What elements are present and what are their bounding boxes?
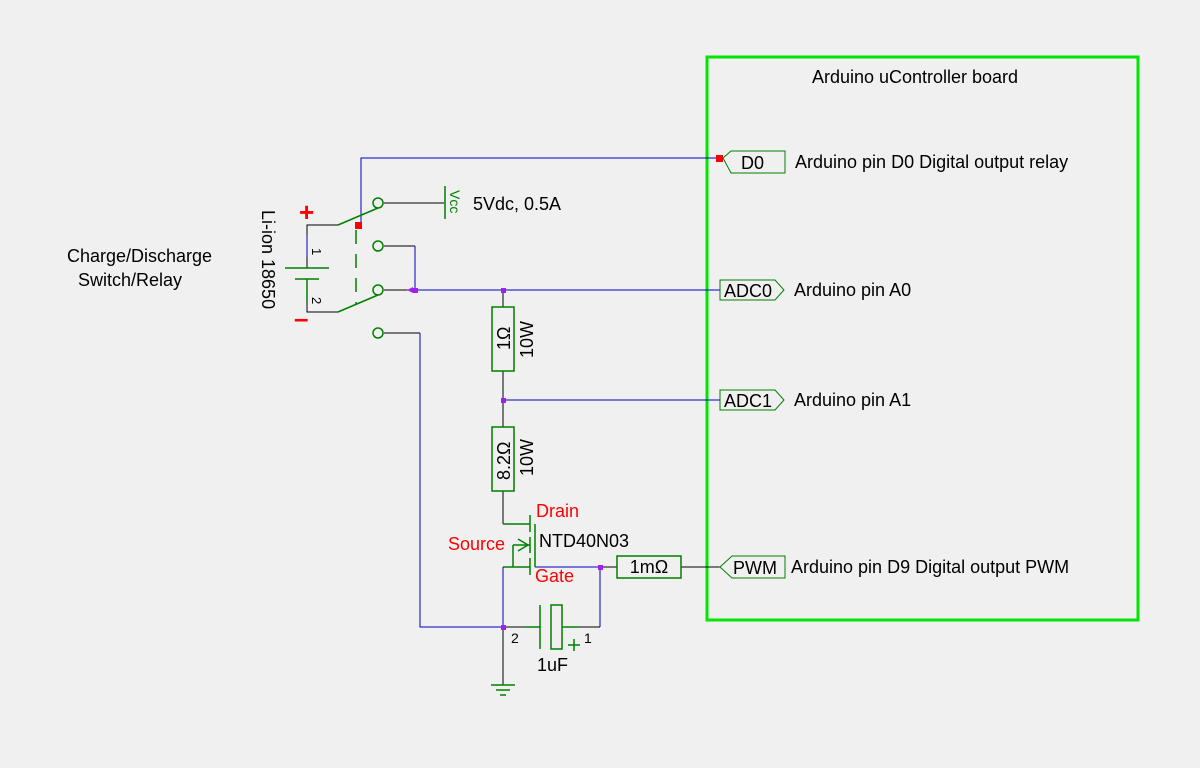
port-adc1-name: ADC1 [724, 391, 772, 411]
relay-label-line1: Charge/Discharge [67, 246, 212, 266]
battery-pin-2: 2 [309, 297, 324, 304]
d0-connection-marker [716, 155, 723, 162]
battery-label: Li-ion 18650 [258, 210, 278, 309]
port-pwm-name: PWM [733, 558, 777, 578]
ground-icon [491, 684, 515, 696]
relay-label-line2: Switch/Relay [78, 270, 182, 290]
battery-pin-1: 1 [309, 248, 324, 255]
mosfet-drain-label: Drain [536, 501, 579, 521]
capacitor-pin-1: 1 [584, 630, 592, 646]
arduino-board-outline[interactable] [705, 55, 1140, 622]
resistor-8-2ohm-value: 8.2Ω [494, 442, 514, 480]
relay-switch[interactable] [337, 197, 384, 339]
wire-d0[interactable] [360, 157, 720, 226]
mosfet-source-label: Source [448, 534, 505, 554]
capacitor-1uf[interactable] [525, 604, 580, 651]
port-pwm[interactable] [719, 555, 786, 579]
junction-dot [501, 288, 506, 293]
battery-18650[interactable] [285, 224, 338, 313]
junction-dot [413, 288, 418, 293]
mosfet-ntd40n03[interactable] [512, 515, 536, 575]
capacitor-value: 1uF [537, 655, 568, 675]
arrow-marker-icon [407, 287, 413, 293]
wire-discharge-return[interactable] [419, 333, 503, 628]
capacitor-pin-2: 2 [511, 630, 519, 646]
resistor-1ohm-power: 10W [517, 321, 537, 358]
port-pwm-description: Arduino pin D9 Digital output PWM [791, 557, 1069, 577]
vcc-label: Vcc [447, 190, 463, 213]
port-d0[interactable] [722, 150, 786, 174]
port-adc0-name: ADC0 [724, 281, 772, 301]
board-title: Arduino uController board [812, 67, 1018, 87]
mosfet-part-number: NTD40N03 [539, 531, 629, 551]
battery-plus-sign: + [299, 197, 314, 227]
resistor-8-2ohm-power: 10W [517, 439, 537, 476]
junction-dot [501, 625, 506, 630]
port-adc1[interactable] [719, 389, 785, 411]
resistor-8-2ohm[interactable] [491, 426, 515, 492]
port-d0-name: D0 [741, 153, 764, 173]
resistor-1mohm-value: 1mΩ [630, 557, 668, 577]
resistor-1ohm-value: 1Ω [494, 327, 514, 350]
port-d0-description: Arduino pin D0 Digital output relay [795, 152, 1068, 172]
junction-dot [501, 398, 506, 403]
resistor-1mohm[interactable] [616, 555, 682, 579]
junction-dot [598, 565, 603, 570]
port-adc0[interactable] [719, 279, 785, 301]
battery-minus-sign: – [294, 303, 308, 333]
resistor-1ohm[interactable] [491, 306, 515, 372]
supply-value: 5Vdc, 0.5A [473, 194, 561, 214]
port-adc1-description: Arduino pin A1 [794, 390, 911, 410]
relay-coil-marker [355, 222, 362, 229]
mosfet-gate-label: Gate [535, 566, 574, 586]
port-adc0-description: Arduino pin A0 [794, 280, 911, 300]
